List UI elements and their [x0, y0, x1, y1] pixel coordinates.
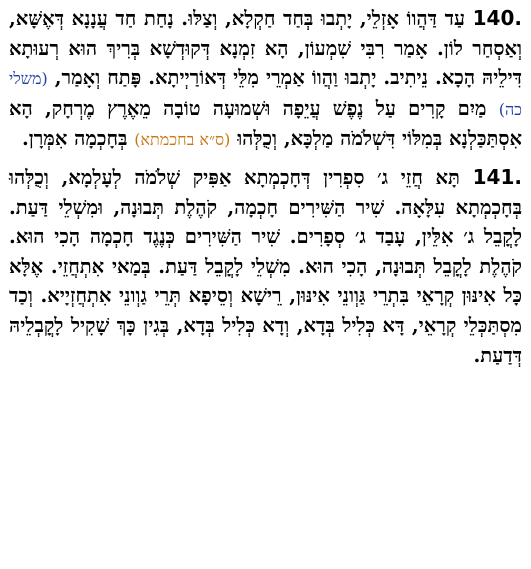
scripture-reference: (משלי כה) [9, 69, 522, 119]
paragraph-141: 141. תָּא חֲזֵי ג׳ סִפְרִין דְּחָכְמְתָא… [9, 163, 522, 370]
paragraph-number: 141. [472, 164, 522, 189]
paragraph-140: 140. עַד דַּהֲווֹ אָזְלֵי, יָתְבוּ בְּחַ… [9, 4, 522, 155]
paragraph-text: מַיִם קָרִים עַל נֶפֶשׁ עֲיֵפָה וּשְׁמוּ… [9, 96, 522, 151]
alternate-reading-note: (ס״א בחכמתא) [134, 130, 231, 150]
paragraph-text: בְּחָכְמָה אִמְּרָן. [21, 127, 128, 151]
paragraph-text: עַד דַּהֲווֹ אָזְלֵי, יָתְבוּ בְּחַד חַק… [9, 7, 522, 90]
paragraph-text: תָּא חֲזֵי ג׳ סִפְרִין דְּחָכְמְתָא אַפִ… [9, 165, 522, 367]
paragraph-number: 140. [472, 6, 522, 30]
